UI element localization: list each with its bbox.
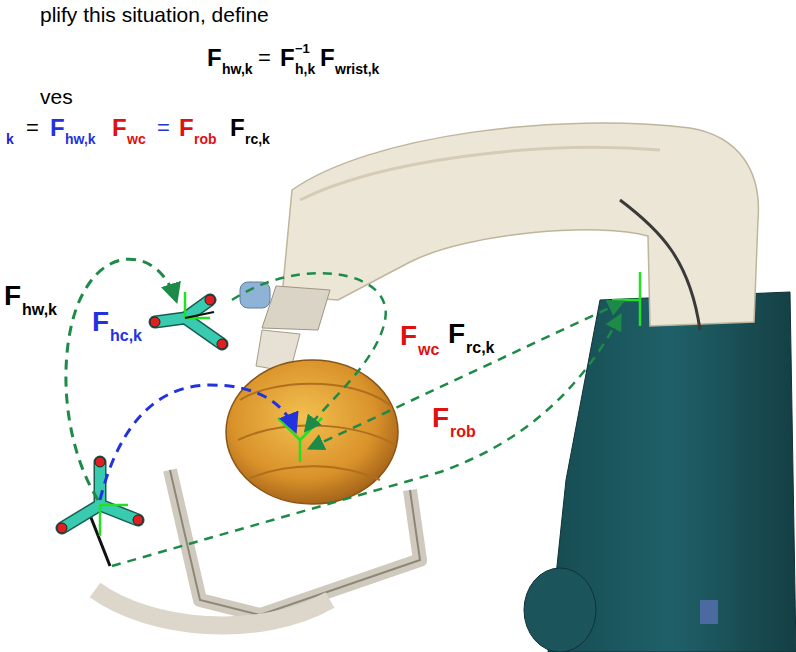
symbol: F [50,116,65,140]
operator: = [157,117,170,139]
operator: = [26,117,39,139]
symbol: F [112,116,127,140]
frame-label: F [432,404,449,432]
frame-subscript: hc,k [110,328,142,344]
frame-subscript: rc,k [466,340,494,356]
frame-subscript: hw,k [22,302,57,318]
symbol: F [280,46,295,70]
subscript: hw,k [65,132,96,146]
subscript: wc [127,132,146,146]
frame-label: F [4,282,21,310]
operator: = [258,47,271,69]
subscript: wrist,k [335,62,379,76]
text-line: plify this situation, define [40,4,269,25]
subscript: k [6,132,14,146]
subscript: h,k [295,62,315,76]
frame-subscript: rob [450,424,476,440]
superscript: −1 [295,42,310,55]
text-line: ves [40,86,73,107]
symbol: F [179,116,194,140]
symbol: F [230,116,245,140]
symbol: F [207,46,222,70]
subscript: rc,k [245,132,270,146]
frame-subscript: wc [418,342,439,358]
subscript: rob [194,132,217,146]
frame-label: F [448,320,465,348]
symbol: F [320,46,335,70]
subscript: hw,k [222,62,253,76]
frame-label: F [92,308,109,336]
frame-label: F [400,322,417,350]
